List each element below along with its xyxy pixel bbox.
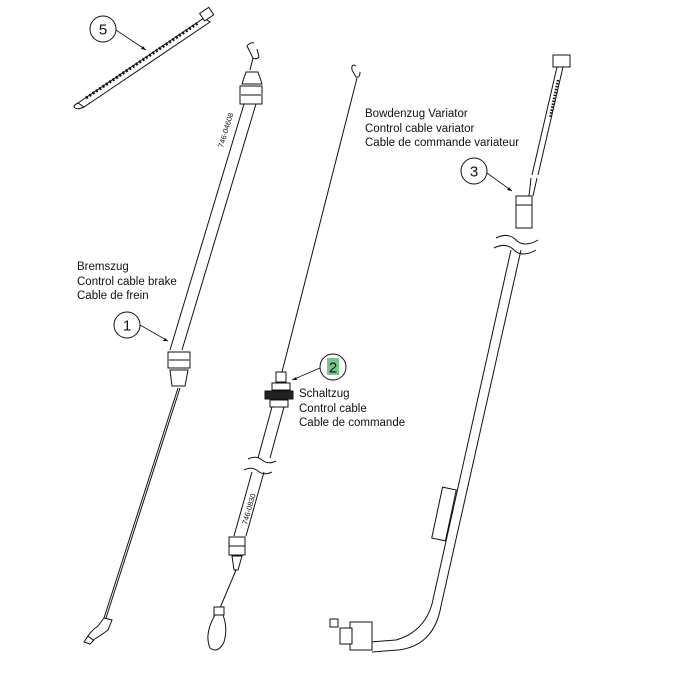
brake-cable-part-1 (83, 42, 263, 645)
svg-text:5: 5 (99, 22, 107, 39)
svg-text:2: 2 (329, 360, 337, 377)
variator-cable-part-3 (329, 54, 571, 653)
label-variator-fr: Cable de commande variateur (365, 137, 520, 149)
callout-5: 5 (89, 15, 147, 51)
callout-3: 3 (460, 157, 513, 192)
label-variator: Bowdenzug Variator Control cable variato… (365, 107, 519, 151)
callout-1: 1 (113, 311, 169, 342)
cable-tie-part-5 (73, 6, 215, 110)
shift-cable-part-2 (207, 64, 361, 651)
label-brake-de: Bremszug (77, 261, 129, 273)
label-variator-en: Control cable variator (365, 122, 475, 135)
label-shift: Schaltzug Control cable Cable de command… (299, 387, 405, 431)
label-shift-en: Control cable (299, 402, 367, 415)
callout-2-highlight (327, 358, 339, 375)
label-variator-de: Bowdenzug Variator (365, 108, 468, 120)
label-brake-en: Control cable brake (77, 275, 177, 288)
label-shift-fr: Cable de commande (299, 417, 406, 429)
label-brake-fr: Cable de frein (77, 290, 149, 302)
shift-part-code: 746-0830 (240, 493, 257, 526)
svg-text:3: 3 (470, 164, 478, 181)
label-brake: Bremszug Control cable brake Cable de fr… (77, 260, 177, 304)
svg-text:1: 1 (123, 318, 131, 335)
label-shift-de: Schaltzug (299, 388, 350, 400)
callout-2: 2 (291, 353, 347, 381)
